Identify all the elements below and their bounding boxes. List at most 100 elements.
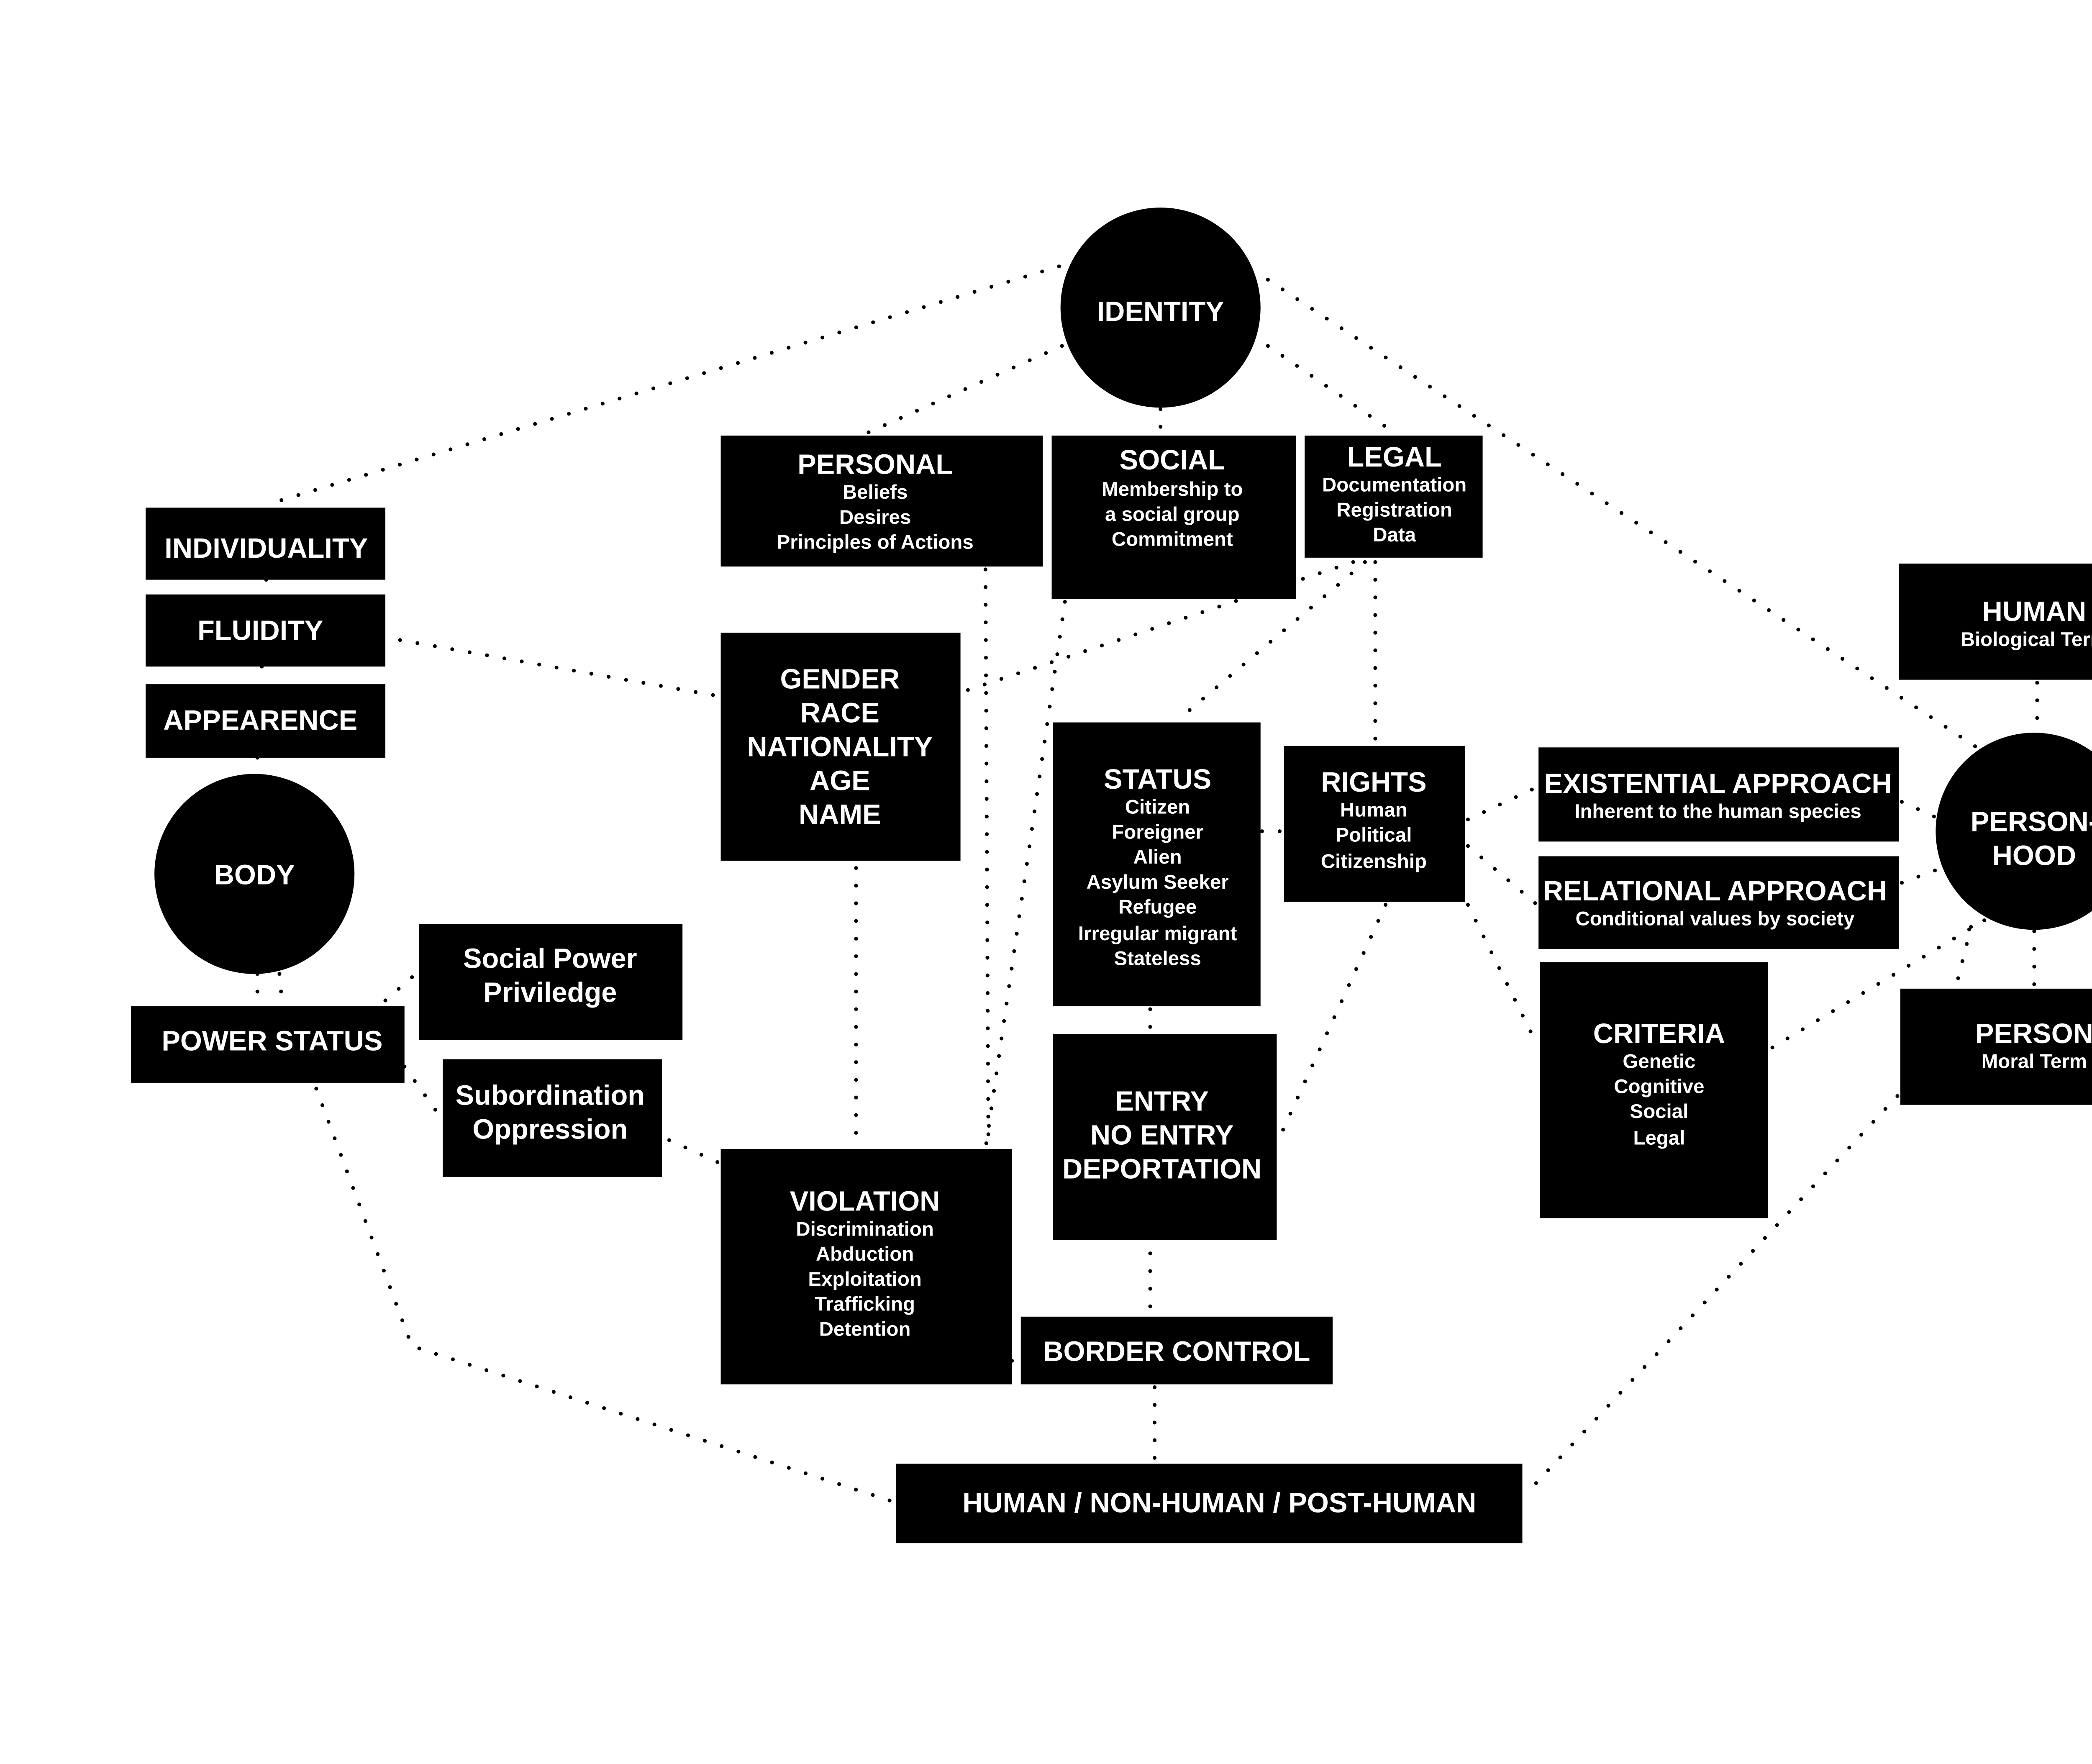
rights-item: Citizenship [1321, 851, 1427, 873]
relational-node: RELATIONAL APPROACH Conditional values b… [1538, 856, 1899, 949]
person-title: PERSON [1975, 1018, 2092, 1049]
attributes-node: GENDER RACE NATIONALITY AGE NAME [720, 633, 961, 861]
power-status-label: POWER STATUS [162, 1026, 382, 1057]
subordination-line: Oppression [472, 1114, 628, 1145]
attribute-line: NATIONALITY [747, 731, 933, 762]
human-nonhuman-node: HUMAN / NON-HUMAN / POST-HUMAN [895, 1464, 1523, 1544]
border-control-node: BORDER CONTROL [1020, 1316, 1333, 1385]
social-title: SOCIAL [1120, 445, 1225, 476]
existential-title: EXISTENTIAL APPROACH [1544, 768, 1892, 799]
criteria-item: Genetic [1623, 1051, 1695, 1073]
status-item: Asylum Seeker [1087, 871, 1229, 893]
subordination-line: Subordination [455, 1080, 645, 1111]
connector [983, 567, 990, 1151]
attribute-line: AGE [810, 765, 870, 796]
fluidity-label: FLUIDITY [197, 615, 323, 646]
status-item: Foreigner [1112, 821, 1203, 843]
person-subtitle: Moral Term [1982, 1051, 2087, 1073]
connector [277, 972, 285, 1008]
personal-node: PERSONAL Beliefs Desires Principles of A… [720, 436, 1043, 567]
existential-subtitle: Inherent to the human species [1574, 800, 1861, 823]
individuality-label: INDIVIDUALITY [164, 533, 368, 564]
rights-item: Political [1336, 824, 1412, 846]
entry-line: ENTRY [1115, 1086, 1209, 1117]
border-control-label: BORDER CONTROL [1043, 1336, 1310, 1367]
connector [1466, 785, 1539, 822]
social-item: a social group [1105, 503, 1240, 526]
personal-item: Beliefs [843, 481, 908, 503]
criteria-item: Cognitive [1614, 1075, 1704, 1097]
personhood-line: PERSON- [1971, 807, 2092, 838]
personal-item: Principles of Actions [777, 531, 974, 554]
social-item: Commitment [1112, 528, 1233, 551]
personal-item: Desires [839, 506, 911, 528]
connector [1277, 903, 1388, 1139]
human-subtitle: Biological Term [1961, 628, 2092, 651]
human-nonhuman-label: HUMAN / NON-HUMAN / POST-HUMAN [962, 1487, 1476, 1518]
personal-title: PERSONAL [797, 449, 953, 480]
existential-node: EXISTENTIAL APPROACH Inherent to the hum… [1538, 747, 1899, 842]
power-status-node: POWER STATUS [131, 1006, 405, 1083]
human-title: HUMAN [1982, 596, 2087, 627]
connectors [255, 264, 2039, 1502]
legal-item: Data [1373, 524, 1416, 546]
connector [1900, 866, 1943, 885]
legal-item: Documentation [1322, 474, 1466, 496]
connector [403, 1064, 444, 1120]
violation-item: Discrimination [796, 1218, 934, 1240]
violation-item: Trafficking [815, 1293, 915, 1315]
attribute-line: NAME [799, 799, 881, 830]
criteria-item: Legal [1633, 1127, 1685, 1149]
connector [1900, 800, 1936, 819]
appearence-label: APPEARENCE [163, 705, 357, 736]
violation-item: Detention [819, 1318, 911, 1341]
legal-node: LEGAL Documentation Registration Data [1305, 436, 1483, 558]
social-item: Membership to [1102, 478, 1243, 500]
connector [383, 969, 421, 1003]
connector [1466, 903, 1539, 1047]
fluidity-node: FLUIDITY [146, 594, 386, 667]
legal-title: LEGAL [1347, 442, 1442, 473]
status-item: Citizen [1125, 796, 1190, 818]
connector [1466, 844, 1539, 907]
identity-label: IDENTITY [1097, 296, 1224, 327]
connector [1174, 560, 1367, 723]
social-node: SOCIAL Membership to a social group Comm… [1051, 436, 1296, 599]
status-item: Stateless [1114, 948, 1201, 970]
connector [983, 600, 1067, 1151]
entry-line: DEPORTATION [1062, 1154, 1261, 1185]
rights-title: RIGHTS [1321, 767, 1426, 798]
status-item: Irregular migrant [1078, 923, 1237, 945]
relational-title: RELATIONAL APPROACH [1543, 876, 1887, 907]
rights-item: Human [1340, 799, 1407, 821]
violation-title: VIOLATION [790, 1186, 940, 1217]
appearence-node: APPEARENCE [146, 684, 386, 758]
connector [866, 344, 1064, 435]
violation-item: Exploitation [808, 1268, 921, 1290]
personhood-node: PERSON- HOOD [1936, 733, 2092, 930]
status-title: STATUS [1104, 764, 1211, 795]
personhood-line: HOOD [1992, 841, 2076, 872]
identity-node: IDENTITY [1060, 208, 1261, 408]
connector [667, 1138, 720, 1164]
status-node: STATUS Citizen Foreigner Alien Asylum Se… [1053, 722, 1261, 1007]
human-node: HUMAN Biological Term [1899, 563, 2092, 680]
person-node: PERSON Moral Term [1900, 988, 2092, 1105]
violation-node: VIOLATION Discrimination Abduction Explo… [720, 1149, 1012, 1385]
connector [264, 264, 1061, 507]
entry-line: NO ENTRY [1090, 1120, 1234, 1151]
relational-subtitle: Conditional values by society [1576, 908, 1855, 930]
legal-item: Registration [1336, 499, 1452, 521]
criteria-item: Social [1630, 1100, 1689, 1123]
connector [1954, 925, 1973, 988]
connector [1770, 918, 1988, 1050]
criteria-node: CRITERIA Genetic Cognitive Social Legal [1540, 962, 1768, 1218]
entry-node: ENTRY NO ENTRY DEPORTATION [1053, 1034, 1277, 1241]
body-node: BODY [154, 774, 355, 974]
status-item: Refugee [1118, 896, 1197, 918]
status-item: Alien [1133, 846, 1182, 868]
attribute-line: RACE [800, 698, 879, 729]
connector [398, 638, 720, 698]
rights-node: RIGHTS Human Political Citizenship [1284, 746, 1465, 902]
